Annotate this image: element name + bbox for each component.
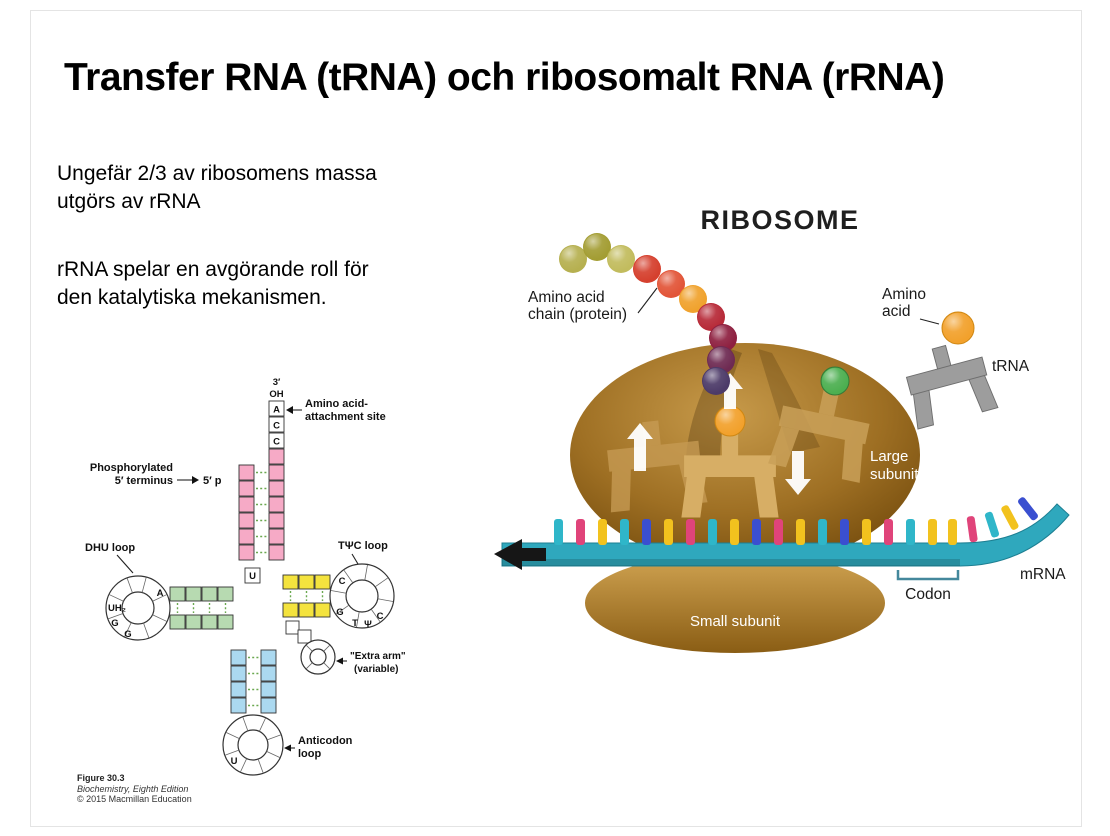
codon-bracket [896, 570, 960, 581]
phosphorylated-arrow-icon [177, 476, 199, 484]
three-prime-label: 3′ [273, 377, 281, 388]
t-stem-boxes [282, 574, 331, 618]
tpsi-base-1: C [339, 576, 346, 587]
small-subunit-label: Small subunit [690, 613, 781, 630]
ribosome-figure: RIBOSOME Large subunit [494, 205, 1070, 653]
extra-arm-ring [285, 620, 336, 675]
trna-cloverleaf-figure: 3′ OH A C C Amino acid- attachment site … [77, 377, 406, 804]
amino-acid-leader [919, 318, 940, 325]
paragraph-2-line-2: den katalytiska mekanismen. [57, 285, 327, 309]
caption-book-title: Biochemistry, Eighth Edition [77, 784, 188, 794]
amino-acid-sphere-center [714, 405, 746, 437]
dhu-base-3: G [111, 618, 118, 629]
d-stem-boxes [169, 586, 234, 630]
acc-letter-1: A [273, 405, 280, 416]
amino-acid-chain-leader [637, 287, 658, 314]
junction-base-letter: U [249, 571, 256, 582]
large-subunit-label-line2: subunit [870, 466, 919, 483]
mrna-band-shade [502, 559, 960, 566]
dhu-loop-label: DHU loop [85, 542, 135, 554]
mrna-direction-arrow [494, 539, 546, 570]
mrna-label: mRNA [1020, 566, 1066, 583]
paragraph-1-line-2: utgörs av rRNA [57, 189, 201, 213]
acc-letter-2: C [273, 421, 280, 432]
body-text: Ungefär 2/3 av ribosomens massa utgörs a… [57, 160, 377, 352]
tpsi-base-3: T [352, 618, 358, 629]
slide-title: Transfer RNA (tRNA) och ribosomalt RNA (… [64, 56, 945, 99]
caption-figure-number: Figure 30.3 [77, 773, 125, 783]
extra-arm-arrow-icon [336, 657, 347, 665]
anticodon-arrow-icon [284, 744, 295, 752]
acceptor-stem-boxes [238, 400, 285, 561]
caption-copyright: © 2015 Macmillan Education [77, 794, 192, 804]
five-prime-p-label: 5′ p [203, 475, 222, 487]
trna-label: tRNA [992, 358, 1030, 375]
acc-letter-3: C [273, 437, 280, 448]
paragraph-1: Ungefär 2/3 av ribosomens massa utgörs a… [57, 160, 377, 216]
anticodon-loop-ring [222, 714, 284, 776]
tpsi-loop-label: TΨC loop [338, 540, 388, 552]
dhu-loop-ring [105, 575, 171, 641]
anticodon-stem-boxes [230, 649, 277, 714]
dhu-loop-leader [116, 554, 134, 574]
amino-acid-chain-label-line1: Amino acid [528, 289, 605, 306]
paragraph-2-line-1: rRNA spelar en avgörande roll för [57, 257, 369, 281]
mrna-bases [554, 497, 1038, 545]
anticodon-loop-label-line2: loop [298, 748, 321, 760]
dhu-base-2: UH₂ [108, 603, 126, 614]
dhu-base-1: A [157, 588, 164, 599]
tpsi-loop-leader [351, 553, 359, 565]
amino-acid-sphere [941, 311, 975, 345]
amino-acid-label-line1: Amino [882, 286, 926, 303]
large-subunit-label-line1: Large [870, 448, 908, 465]
mrna-band [501, 503, 1070, 567]
phosphorylated-label-line2: 5′ terminus [115, 475, 173, 487]
small-subunit-ellipse [585, 553, 885, 653]
anticodon-loop-label-line1: Anticodon [298, 735, 353, 747]
oh-label: OH [269, 389, 283, 400]
attachment-site-label-line1: Amino acid- [305, 398, 368, 410]
junction-base-box [244, 567, 261, 584]
amino-acid-label-line2: acid [882, 303, 910, 320]
attachment-site-label-line2: attachment site [305, 411, 386, 423]
attachment-arrow-icon [286, 406, 302, 414]
translation-arrow-down [785, 451, 811, 495]
tpsi-base-5: C [377, 611, 384, 622]
amino-acid-sphere-green [820, 366, 850, 396]
extra-arm-label-line1: "Extra arm" [350, 651, 406, 662]
phosphorylated-label-line1: Phosphorylated [90, 462, 173, 474]
amino-acid-chain [559, 233, 737, 395]
anticodon-base-letter: U [231, 756, 238, 767]
trna-glyph [898, 335, 999, 430]
tpsi-base-2: G [336, 607, 343, 618]
amino-acid-chain-label-line2: chain (protein) [528, 306, 627, 323]
tpsi-loop-ring [329, 563, 395, 629]
tpsi-base-4: Ψ [364, 619, 372, 630]
ribosome-title: RIBOSOME [700, 205, 859, 235]
paragraph-2: rRNA spelar en avgörande roll för den ka… [57, 256, 377, 312]
extra-arm-label-line2: (variable) [354, 664, 398, 675]
translation-arrow-up-1 [627, 423, 653, 471]
codon-label: Codon [905, 586, 951, 603]
dhu-base-4: G [124, 629, 131, 640]
paragraph-1-line-1: Ungefär 2/3 av ribosomens massa [57, 162, 377, 185]
